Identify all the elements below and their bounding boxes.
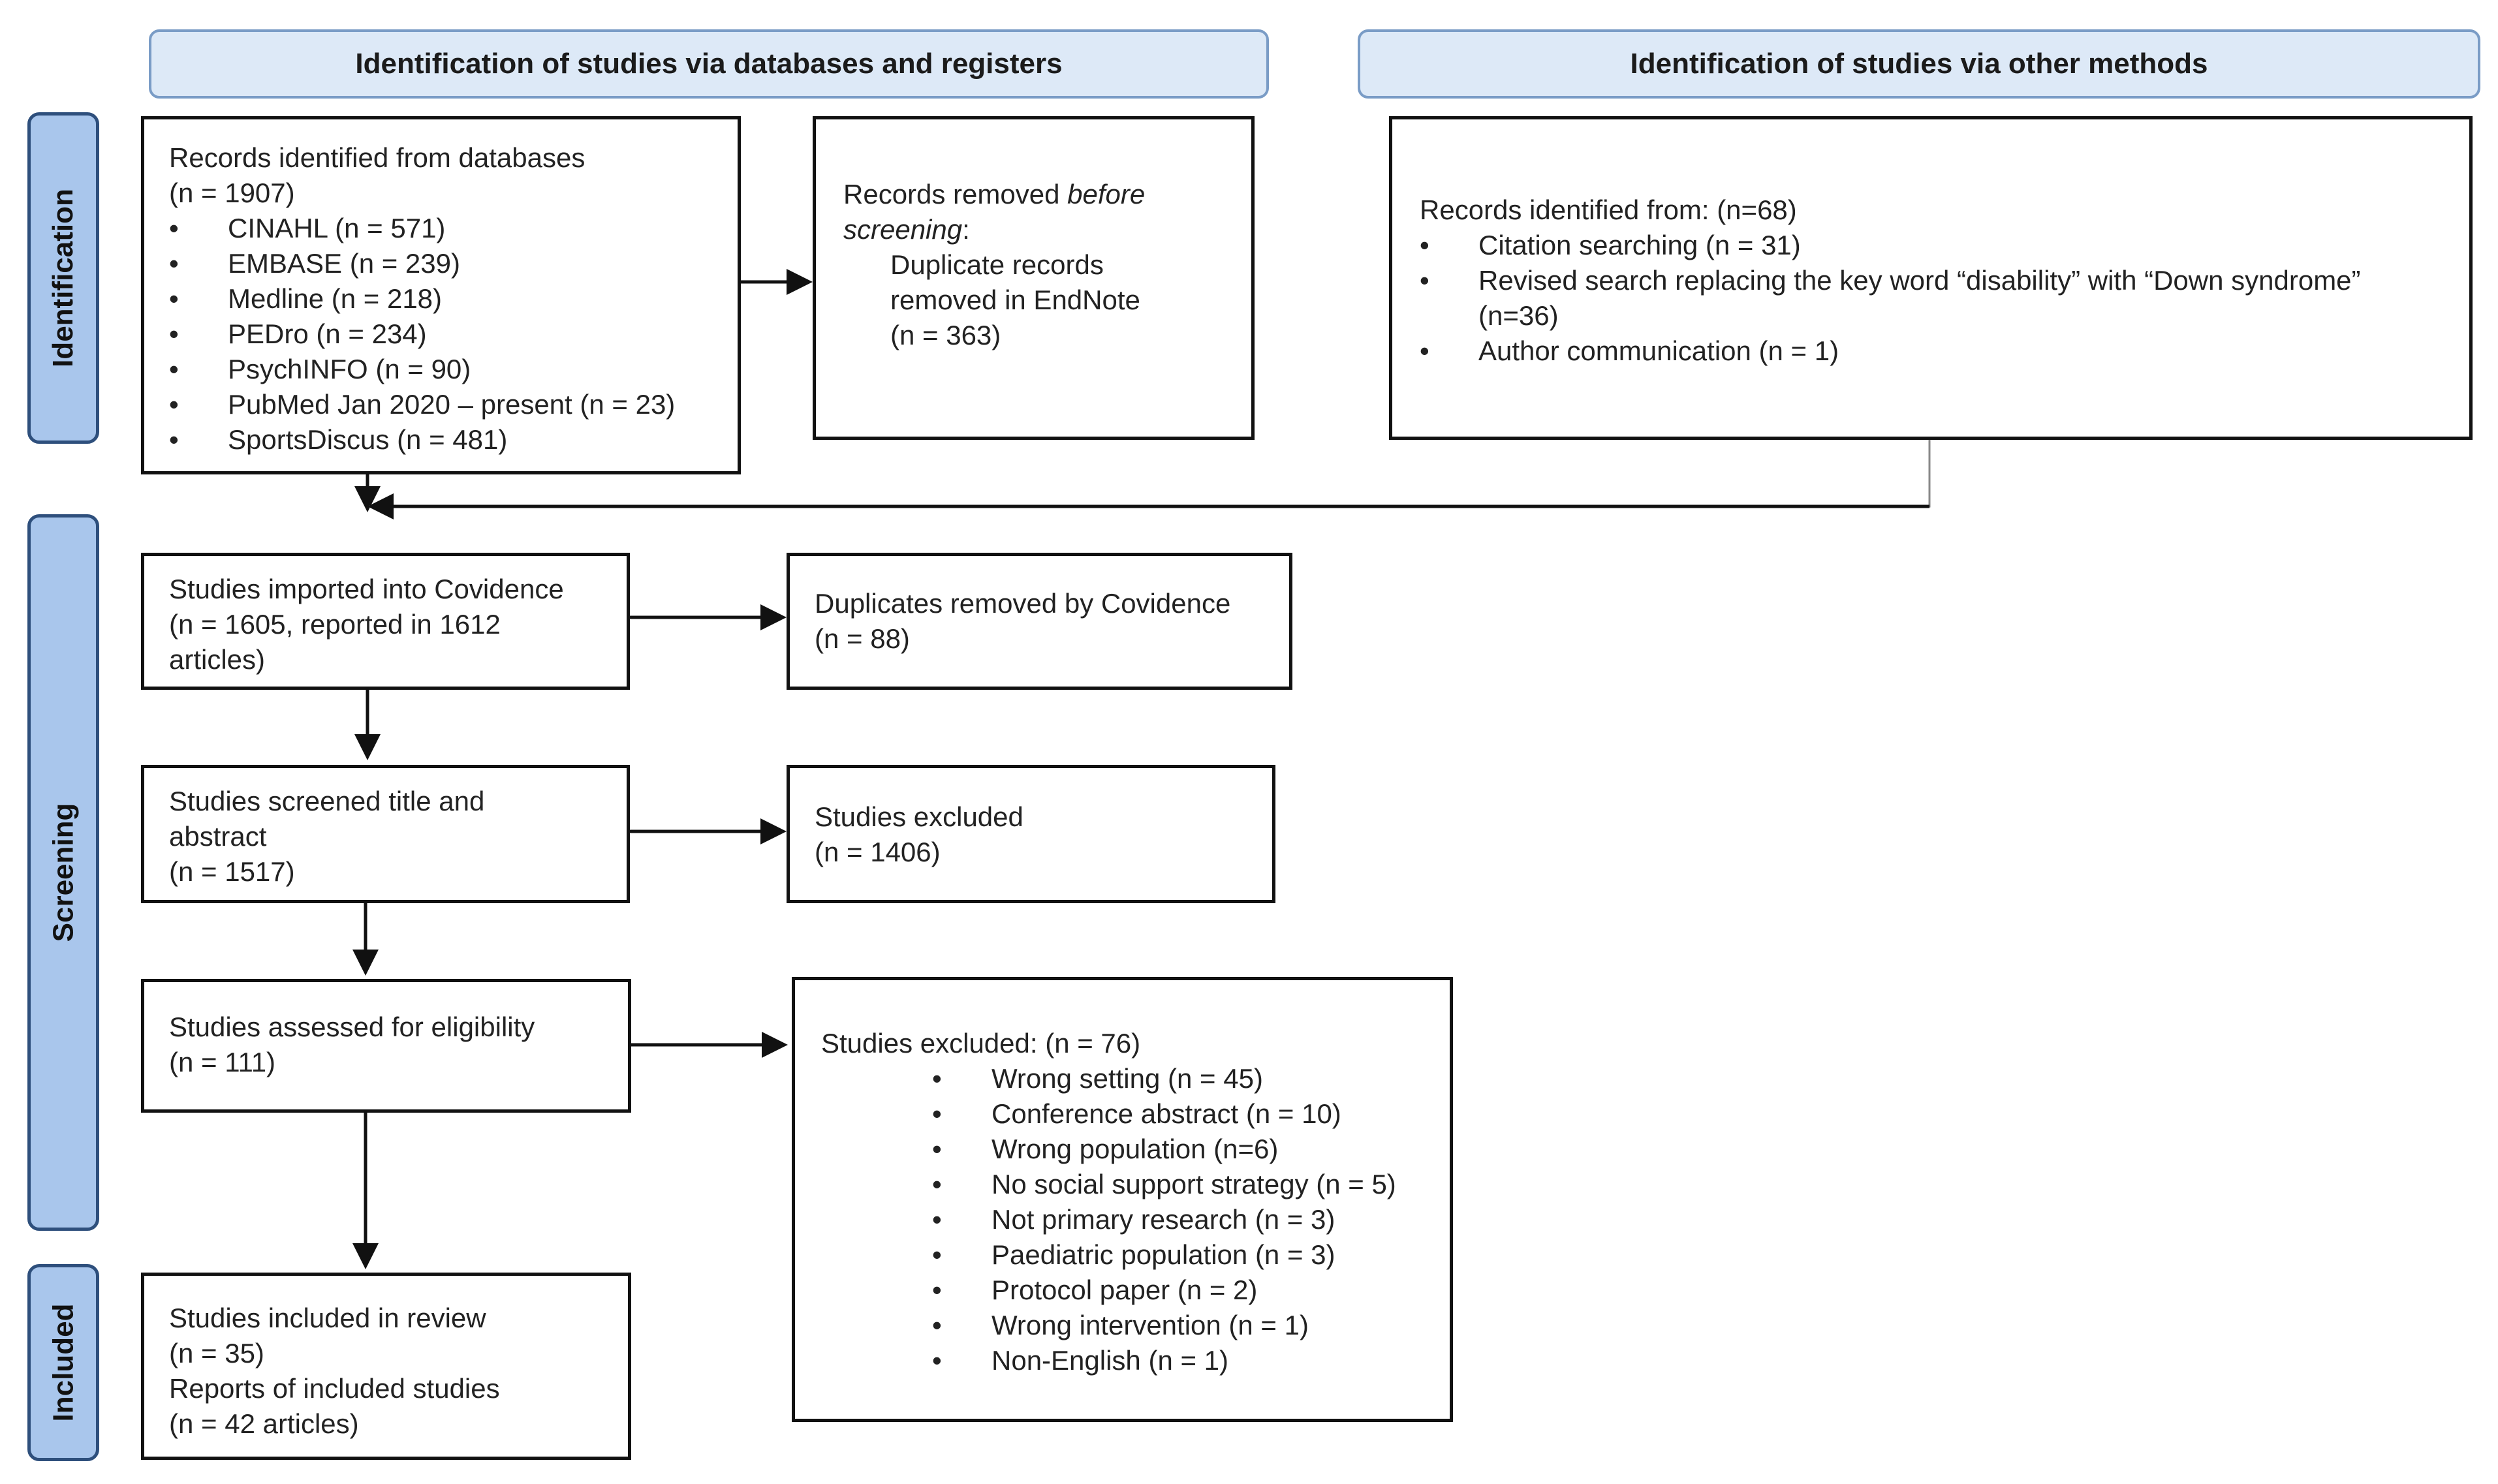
- studies-screened-box: Studies screened title and abstract (n =…: [141, 765, 630, 903]
- eligibility-line: Studies assessed for eligibility: [169, 1012, 535, 1042]
- exclusion-reasons-list: Wrong setting (n = 45) Conference abstra…: [932, 1061, 1450, 1378]
- studies-excluded-line: Studies excluded: [815, 801, 1023, 832]
- database-item: EMBASE (n = 239): [169, 246, 738, 281]
- records-removed-screening: screening: [843, 214, 963, 245]
- exclusion-reason-label: Protocol paper (n = 2): [991, 1275, 1258, 1305]
- database-item: Medline (n = 218): [169, 281, 738, 317]
- records-databases-title: Records identified from databases: [169, 142, 585, 173]
- duplicates-removed-box: Duplicates removed by Covidence (n = 88): [787, 553, 1292, 690]
- records-removed-detail: Duplicate records: [890, 249, 1104, 280]
- exclusion-reason-label: Non-English (n = 1): [991, 1345, 1229, 1376]
- stage-screening: Screening: [27, 514, 99, 1231]
- studies-included-box: Studies included in review (n = 35) Repo…: [141, 1273, 631, 1460]
- studies-screened-line: abstract: [169, 821, 267, 852]
- included-count: (n = 42 articles): [169, 1408, 359, 1439]
- other-method-item: Revised search replacing the key word “d…: [1420, 263, 2469, 333]
- other-method-item: Author communication (n = 1): [1420, 333, 2469, 369]
- database-item: PubMed Jan 2020 – present (n = 23): [169, 387, 738, 422]
- exclusion-reason-item: Not primary research (n = 3): [932, 1202, 1450, 1237]
- studies-screened-count: (n = 1517): [169, 856, 295, 887]
- exclusion-reason-label: Conference abstract (n = 10): [991, 1098, 1341, 1129]
- database-item-label: SportsDiscus (n = 481): [228, 424, 508, 455]
- database-item: PEDro (n = 234): [169, 317, 738, 352]
- exclusion-reason-label: Not primary research (n = 3): [991, 1204, 1335, 1235]
- stage-included: Included: [27, 1264, 99, 1461]
- exclusion-reason-item: No social support strategy (n = 5): [932, 1167, 1450, 1202]
- exclusion-reason-item: Paediatric population (n = 3): [932, 1237, 1450, 1273]
- records-removed-line1: Records removed before: [843, 177, 1251, 212]
- records-removed-count: (n = 363): [890, 320, 1001, 350]
- included-count: (n = 35): [169, 1338, 264, 1368]
- records-databases-box: Records identified from databases (n = 1…: [141, 116, 741, 474]
- studies-excluded-count: (n = 1406): [815, 837, 941, 867]
- studies-imported-box: Studies imported into Covidence (n = 160…: [141, 553, 630, 690]
- exclusion-reason-label: Paediatric population (n = 3): [991, 1239, 1335, 1270]
- records-removed-prefix: Records removed: [843, 179, 1068, 209]
- other-method-label: Citation searching (n = 31): [1478, 230, 1801, 260]
- records-removed-line2: screening:: [843, 212, 1251, 247]
- database-item: CINAHL (n = 571): [169, 211, 738, 246]
- header-databases: Identification of studies via databases …: [149, 29, 1269, 99]
- exclusion-reason-label: Wrong setting (n = 45): [991, 1063, 1263, 1094]
- other-method-label: Revised search replacing the key word “d…: [1478, 265, 2361, 296]
- other-methods-list: Citation searching (n = 31) Revised sear…: [1420, 228, 2469, 369]
- header-other-methods: Identification of studies via other meth…: [1358, 29, 2480, 99]
- studies-imported-line: (n = 1605, reported in 1612: [169, 609, 501, 640]
- stage-identification: Identification: [27, 112, 99, 444]
- excluded-reasons-title: Studies excluded: (n = 76): [821, 1028, 1141, 1059]
- exclusion-reason-label: Wrong intervention (n = 1): [991, 1310, 1309, 1340]
- exclusion-reason-item: Protocol paper (n = 2): [932, 1273, 1450, 1308]
- database-item-label: PubMed Jan 2020 – present (n = 23): [228, 389, 676, 420]
- database-item: SportsDiscus (n = 481): [169, 422, 738, 457]
- records-other-title: Records identified from: (n=68): [1420, 194, 1797, 225]
- exclusion-reason-item: Wrong intervention (n = 1): [932, 1308, 1450, 1343]
- included-line: Reports of included studies: [169, 1373, 500, 1404]
- records-removed-box: Records removed before screening: Duplic…: [813, 116, 1255, 440]
- database-item-label: EMBASE (n = 239): [228, 248, 460, 279]
- eligibility-box: Studies assessed for eligibility (n = 11…: [141, 979, 631, 1113]
- records-other-box: Records identified from: (n=68) Citation…: [1389, 116, 2473, 440]
- exclusion-reason-item: Conference abstract (n = 10): [932, 1096, 1450, 1132]
- exclusion-reason-item: Wrong population (n=6): [932, 1132, 1450, 1167]
- studies-excluded-box: Studies excluded (n = 1406): [787, 765, 1275, 903]
- exclusion-reason-item: Non-English (n = 1): [932, 1343, 1450, 1378]
- exclusion-reason-label: No social support strategy (n = 5): [991, 1169, 1396, 1199]
- records-removed-before: before: [1067, 179, 1146, 209]
- records-removed-colon: :: [962, 214, 970, 245]
- records-databases-count: (n = 1907): [169, 178, 295, 208]
- database-item-label: CINAHL (n = 571): [228, 213, 446, 243]
- duplicates-count: (n = 88): [815, 623, 910, 654]
- studies-screened-line: Studies screened title and: [169, 786, 485, 816]
- other-method-label: Author communication (n = 1): [1478, 335, 1839, 366]
- database-item: PsychINFO (n = 90): [169, 352, 738, 387]
- studies-imported-line: articles): [169, 644, 266, 675]
- other-method-item: Citation searching (n = 31): [1420, 228, 2469, 263]
- duplicates-line: Duplicates removed by Covidence: [815, 588, 1231, 619]
- studies-excluded-reasons-box: Studies excluded: (n = 76) Wrong setting…: [792, 977, 1453, 1422]
- eligibility-count: (n = 111): [169, 1047, 276, 1077]
- database-list: CINAHL (n = 571) EMBASE (n = 239) Medlin…: [169, 211, 738, 457]
- database-item-label: PsychINFO (n = 90): [228, 354, 471, 384]
- other-method-count: (n=36): [1478, 300, 1559, 331]
- included-line: Studies included in review: [169, 1303, 486, 1333]
- studies-imported-line: Studies imported into Covidence: [169, 574, 564, 604]
- exclusion-reason-item: Wrong setting (n = 45): [932, 1061, 1450, 1096]
- records-removed-detail: removed in EndNote: [890, 285, 1140, 315]
- exclusion-reason-label: Wrong population (n=6): [991, 1134, 1279, 1164]
- database-item-label: Medline (n = 218): [228, 283, 443, 314]
- database-item-label: PEDro (n = 234): [228, 318, 427, 349]
